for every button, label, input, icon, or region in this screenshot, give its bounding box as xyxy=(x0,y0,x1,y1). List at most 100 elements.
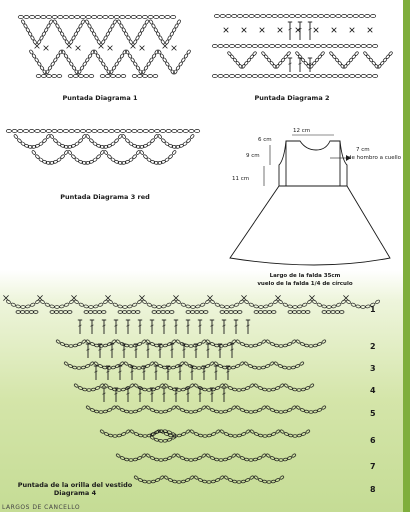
double-crochet-mark xyxy=(154,370,158,373)
chain-stitch xyxy=(122,305,128,309)
chain-stitch xyxy=(158,410,164,414)
chain-stitch xyxy=(39,65,45,71)
chain-stitch xyxy=(102,343,108,348)
chain-stitch xyxy=(99,145,105,149)
chain-stitch xyxy=(231,405,237,410)
chain-stitch xyxy=(145,453,151,458)
chain-stitch xyxy=(88,310,94,314)
chain-stitch xyxy=(159,475,165,480)
single-crochet-mark xyxy=(34,43,40,49)
chain-stitch xyxy=(265,405,271,410)
single-crochet-mark xyxy=(3,295,9,301)
chain-stitch xyxy=(40,129,47,133)
chain-stitch xyxy=(150,479,156,484)
chain-stitch xyxy=(62,129,69,133)
single-crochet-mark xyxy=(173,295,179,301)
chain-stitch xyxy=(63,15,69,19)
chain-stitch xyxy=(232,387,238,392)
double-crochet-mark xyxy=(288,62,292,65)
chain-stitch xyxy=(230,365,236,370)
chain-stitch xyxy=(232,434,238,438)
chain-stitch xyxy=(142,299,147,304)
chain-stitch xyxy=(142,74,148,78)
chain-stitch xyxy=(60,143,66,148)
chain-stitch xyxy=(105,74,111,78)
chain-stitch xyxy=(154,129,161,133)
chain-stitch xyxy=(197,456,202,460)
chain-stitch xyxy=(240,74,247,78)
chain-stitch xyxy=(162,439,168,443)
chain-stitch xyxy=(245,429,251,434)
chain-stitch xyxy=(253,304,259,309)
chain-stitch xyxy=(257,408,262,412)
chain-stitch xyxy=(68,364,73,368)
chain-stitch xyxy=(260,14,267,18)
chain-stitch xyxy=(146,61,151,67)
chain-stitch xyxy=(192,457,198,462)
double-crochet-mark xyxy=(298,28,302,31)
chain-stitch xyxy=(228,386,233,390)
chain-stitch xyxy=(314,44,321,48)
chain-stitch xyxy=(118,134,123,139)
chain-stitch xyxy=(76,366,82,370)
chain-stitch xyxy=(201,453,207,458)
chain-stitch xyxy=(274,457,280,462)
chain-stitch xyxy=(34,15,41,19)
chain-stitch xyxy=(139,150,144,155)
chain-stitch xyxy=(195,304,201,309)
chain-stitch xyxy=(64,343,70,348)
double-crochet-mark xyxy=(134,348,138,351)
chain-stitch xyxy=(64,150,69,155)
chain-stitch xyxy=(17,15,24,19)
chain-stitch xyxy=(112,302,118,307)
chain-stitch xyxy=(248,410,254,414)
chain-stitch xyxy=(114,61,119,67)
chain-stitch xyxy=(320,44,327,48)
chain-stitch xyxy=(82,61,87,67)
chain-stitch xyxy=(15,310,21,314)
chain-stitch xyxy=(292,310,298,314)
chain-stitch xyxy=(142,434,148,438)
chain-stitch xyxy=(161,138,166,143)
single-crochet-mark xyxy=(223,27,229,33)
chain-stitch xyxy=(132,457,138,462)
chain-stitch xyxy=(63,361,69,366)
chain-stitch xyxy=(308,344,314,348)
chain-stitch xyxy=(278,458,284,462)
single-crochet-mark xyxy=(309,295,315,301)
chain-stitch xyxy=(274,74,281,78)
double-crochet-mark xyxy=(114,324,118,327)
chain-stitch xyxy=(13,134,18,139)
chain-stitch xyxy=(154,134,159,139)
chain-stitch xyxy=(110,74,116,78)
chain-stitch xyxy=(280,74,287,78)
chain-stitch xyxy=(337,44,344,48)
chain-stitch xyxy=(117,310,123,314)
chain-stitch xyxy=(240,44,247,48)
chain-stitch xyxy=(213,14,220,18)
chain-stitch xyxy=(231,453,237,458)
chain-stitch xyxy=(132,365,138,370)
chain-stitch xyxy=(68,129,75,133)
chain-stitch xyxy=(44,302,50,307)
chain-stitch xyxy=(143,154,148,159)
double-crochet-mark xyxy=(190,370,194,373)
chain-stitch xyxy=(137,456,142,460)
chain-stitch xyxy=(185,386,190,390)
double-crochet-mark xyxy=(222,324,226,327)
chain-stitch xyxy=(330,310,336,314)
chain-stitch xyxy=(269,44,276,48)
chain-stitch xyxy=(61,49,66,55)
chain-stitch xyxy=(141,69,146,75)
single-crochet-mark xyxy=(367,27,373,33)
chain-stitch xyxy=(306,14,313,18)
chain-stitch xyxy=(111,339,117,344)
chain-stitch xyxy=(138,433,144,438)
row-number-8: 8 xyxy=(370,485,376,494)
chain-stitch xyxy=(249,475,255,480)
chain-stitch xyxy=(60,154,65,159)
chain-stitch xyxy=(175,339,181,344)
chain-stitch xyxy=(164,310,170,314)
chain-stitch xyxy=(95,386,100,390)
chain-stitch xyxy=(193,383,199,388)
